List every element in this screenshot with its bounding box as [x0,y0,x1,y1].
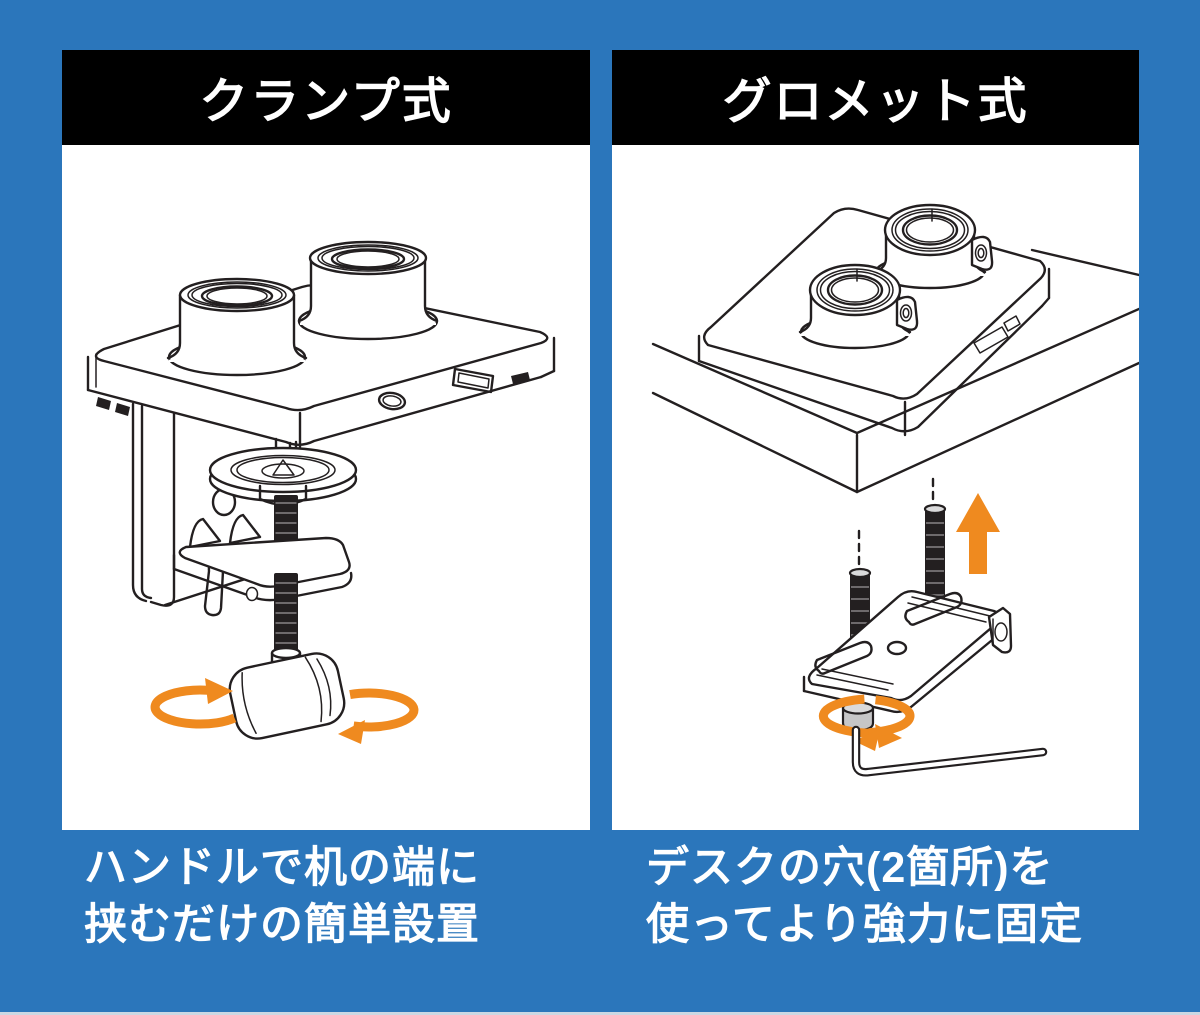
plate-foot [115,403,130,416]
grommet-collar-rear [873,203,994,290]
clamp-type-caption: ハンドルで机の端に 挟むだけの簡単設置 [84,840,480,954]
clamp-caption-line2: 挟むだけの簡単設置 [84,901,480,949]
rotation-arrows-icon [150,678,419,744]
bracket-slot [904,591,963,626]
clamp-caption-line1: ハンドルで机の端に [84,844,480,892]
collar-lug [970,235,994,271]
rotation-arrows-icon [818,694,915,751]
grommet-type-caption: デスクの穴(2箇所)を 使ってより強力に固定 [646,840,1083,954]
clamp-arm-plate [172,536,353,602]
clamp-screw-lower [270,573,302,666]
bottom-edge-strip [0,1012,1200,1015]
mount-plate [86,284,556,449]
panel-clamp-type: クランプ式 [62,50,590,830]
bracket-slot [814,640,873,675]
grommet-collar-front [798,263,919,350]
hex-key [851,725,1048,777]
clamp-mount-illustration [86,240,556,744]
clamp-hand-knob [228,652,346,740]
clamp-washer [208,437,358,506]
collar-lug [895,295,919,331]
grommet-type-header-label: グロメット式 [722,75,1029,129]
release-button [377,391,407,411]
clamp-screw-upper [274,495,298,553]
plate-foot [511,372,530,384]
grommet-type-header: グロメット式 [612,50,1139,145]
cable-port [451,367,495,394]
arm-socket-rear [297,240,439,341]
grommet-mount-illustration [651,203,1141,777]
grommet-caption-line2: 使ってより強力に固定 [646,901,1083,949]
panel-grommet-type: グロメット式 [612,50,1141,830]
plate-notch [1003,315,1021,332]
clamp-type-header-label: クランプ式 [199,75,453,129]
bracket-center-hole [886,640,908,656]
plate-notch [973,326,1009,354]
up-arrow-icon [956,493,1000,574]
plate-foot [96,397,111,410]
bracket-flange [987,606,1013,654]
grommet-bracket [802,589,1013,714]
pivot-screw [245,586,259,602]
grommet-type-illustration-area [612,145,1141,830]
fixing-nut [841,701,875,732]
alignment-dashes [857,477,935,568]
clamp-type-illustration-area [62,145,590,830]
clamp-type-header: クランプ式 [62,50,590,145]
grip-tooth [228,513,262,545]
grommet-caption-line1: デスクの穴(2箇所)を [646,844,1054,892]
grip-tooth [188,517,222,549]
arm-socket-front [166,277,308,377]
